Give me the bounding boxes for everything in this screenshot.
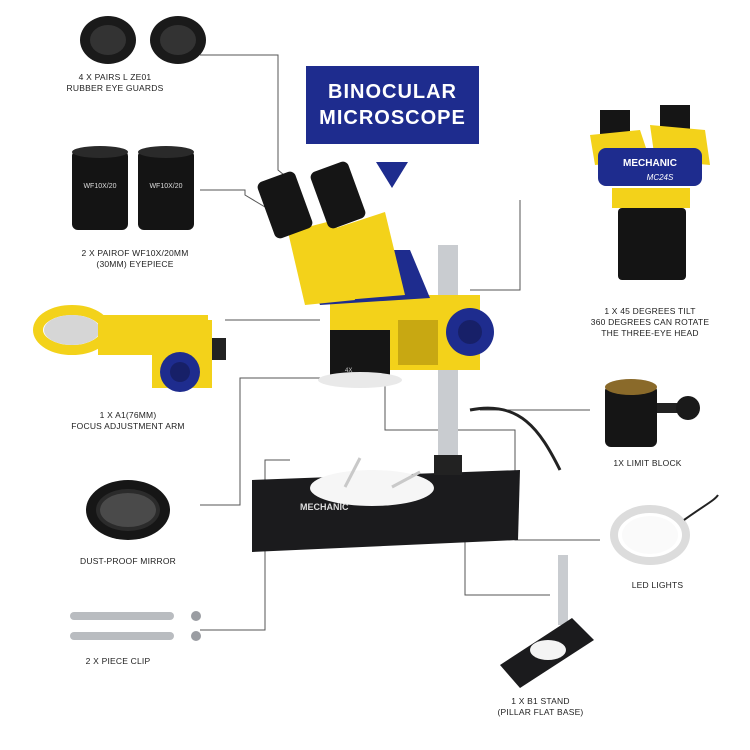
label-focus-arm-line-1: 1 X A1(76MM) (99, 410, 157, 420)
dust-mirror-image (86, 480, 170, 540)
label-head-line-3: THE THREE-EYE HEAD (601, 328, 699, 338)
eye-guards-image (80, 16, 206, 64)
head-brand: MECHANIC (623, 158, 677, 169)
piece-clip-image (70, 611, 201, 641)
connector-head (470, 200, 521, 291)
label-eyepiece-line-1: 2 X PAIROF WF10X/20MM (81, 248, 189, 258)
connector-dust-mirror (200, 377, 330, 506)
label-focus-arm: 1 X A1(76MM) FOCUS ADJUSTMENT ARM (58, 410, 198, 432)
label-eyepiece: 2 X PAIROF WF10X/20MM (30MM) EYEPIECE (65, 248, 205, 270)
eyepiece-marking-left: WF10X/20 (83, 183, 116, 190)
label-limit-block: 1X LIMIT BLOCK (600, 458, 695, 469)
label-led-lights-line-1: LED LIGHTS (631, 580, 684, 590)
down-arrow-icon (376, 162, 408, 188)
label-stand-line-1: 1 X B1 STAND (511, 696, 570, 706)
label-focus-arm-line-2: FOCUS ADJUSTMENT ARM (71, 421, 185, 431)
label-eye-guards-line-1: 4 X PAIRS L ZE01 (78, 72, 152, 82)
label-head-line-2: 360 DEGREES CAN ROTATE (590, 317, 710, 327)
title-banner: BINOCULAR MICROSCOPE (306, 66, 479, 144)
label-stand-line-2: (PILLAR FLAT BASE) (497, 707, 584, 717)
label-piece-clip-line-1: 2 X PIECE CLIP (85, 656, 151, 666)
banner-line-1: BINOCULAR (328, 81, 457, 103)
main-microscope: MECHANIC 4X (252, 161, 562, 552)
label-eye-guards: 4 X PAIRS L ZE01 RUBBER EYE GUARDS (60, 72, 170, 94)
zoom-marking: 4X (345, 368, 352, 374)
connector-eyepiece (200, 189, 271, 211)
eyepiece-marking-right: WF10X/20 (149, 183, 182, 190)
connector-eye-guards (200, 54, 291, 181)
head-image: MECHANIC MC24S (590, 105, 710, 280)
base-brand: MECHANIC (300, 502, 349, 512)
banner-line-2: MICROSCOPE (319, 107, 466, 129)
label-stand: 1 X B1 STAND (PILLAR FLAT BASE) (478, 696, 603, 718)
label-head: 1 X 45 DEGREES TILT 360 DEGREES CAN ROTA… (585, 306, 715, 339)
label-piece-clip: 2 X PIECE CLIP (58, 656, 178, 667)
eyepiece-image: WF10X/20 WF10X/20 (72, 146, 194, 230)
label-led-lights: LED LIGHTS (615, 580, 700, 591)
label-eyepiece-line-2: (30MM) EYEPIECE (96, 259, 174, 269)
label-eye-guards-line-2: RUBBER EYE GUARDS (66, 83, 164, 93)
limit-block-image (605, 379, 700, 447)
connector-led (384, 380, 600, 541)
label-dust-mirror-line-1: DUST-PROOF MIRROR (80, 556, 176, 566)
head-model: MC24S (647, 173, 674, 182)
label-head-line-1: 1 X 45 DEGREES TILT (604, 306, 696, 316)
led-lights-image (610, 494, 719, 565)
focus-arm-image (33, 305, 226, 392)
label-limit-block-line-1: 1X LIMIT BLOCK (613, 458, 682, 468)
stand-image (500, 555, 594, 688)
label-dust-mirror: DUST-PROOF MIRROR (58, 556, 198, 567)
